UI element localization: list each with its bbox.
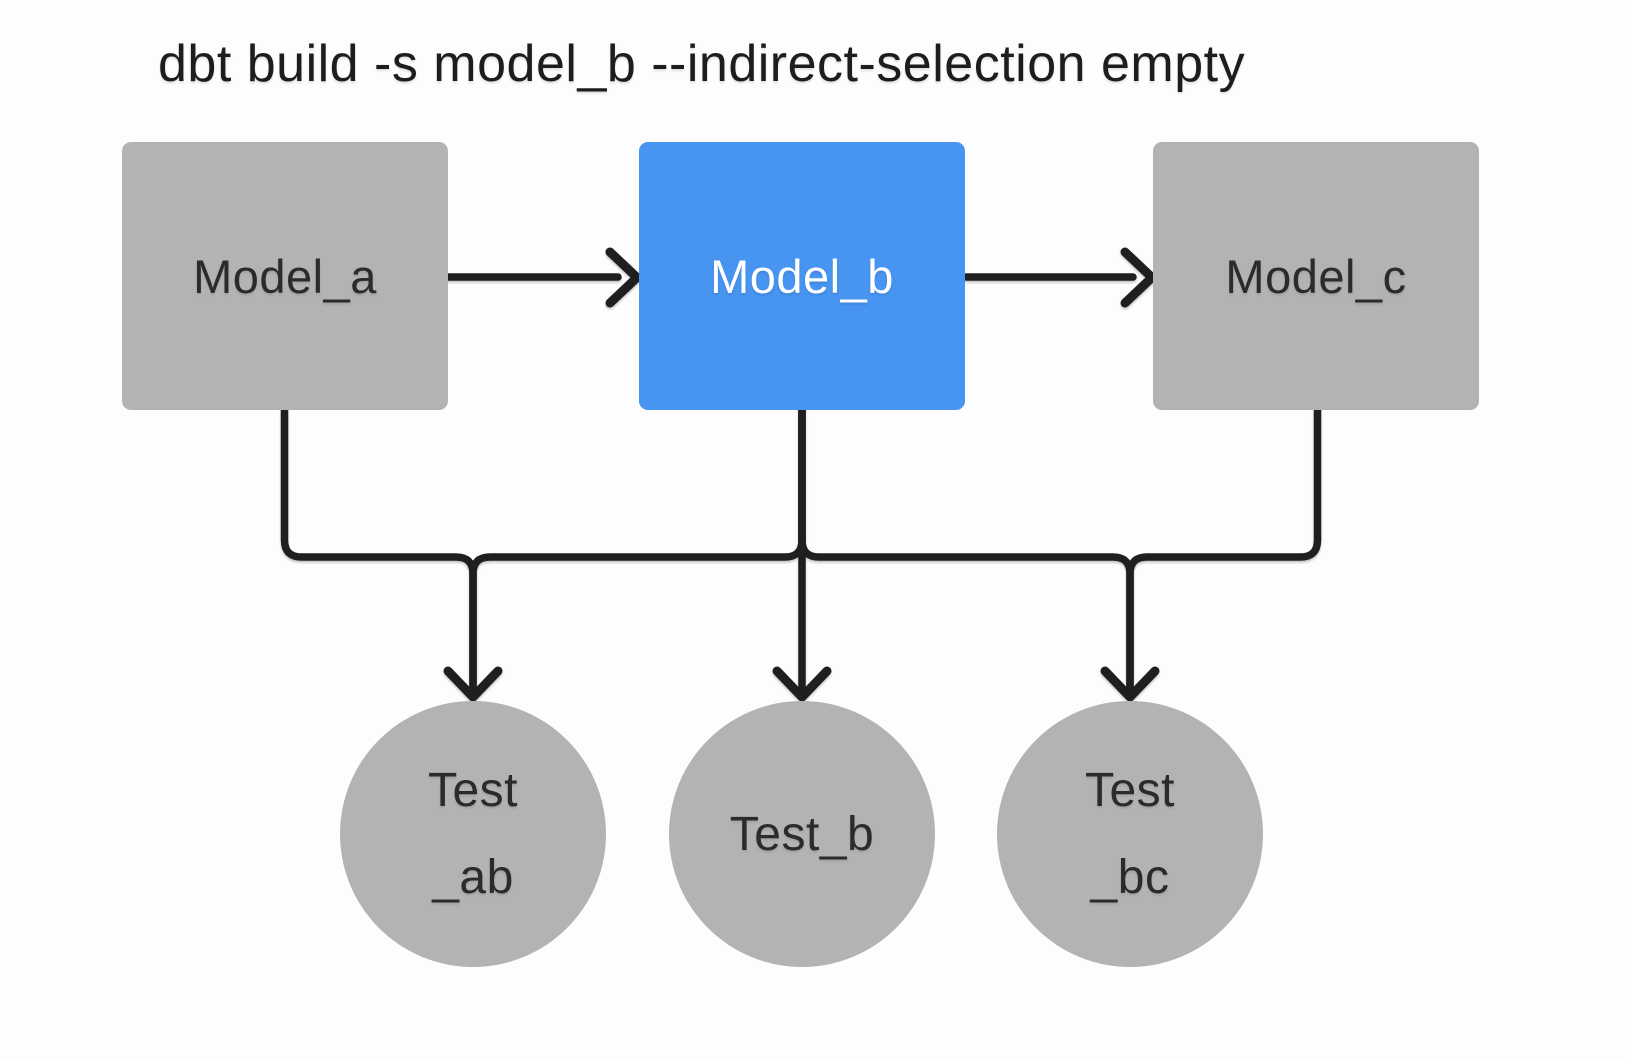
node-label: Model_c [1225, 249, 1407, 303]
arrowhead-model-b [605, 247, 642, 308]
node-test-ab: Test _ab [340, 701, 606, 967]
edge-model-b-to-test-bc [798, 406, 1134, 695]
node-model-a: Model_a [122, 142, 448, 410]
node-label: Model_b [710, 249, 894, 303]
arrowhead-model-c [1120, 247, 1157, 308]
node-test-b: Test_b [669, 701, 935, 967]
node-label-line: _ab [432, 851, 514, 904]
edge-model-a-to-test-ab [280, 406, 477, 695]
edge-model-c-to-test-bc [1126, 406, 1322, 695]
node-label-line: Test [427, 764, 519, 817]
arrowhead-test-bc [1100, 666, 1160, 702]
node-model-b: Model_b [639, 142, 965, 410]
node-model-c: Model_c [1153, 142, 1479, 410]
diagram-title: dbt build -s model_b --indirect-selectio… [158, 35, 1246, 93]
node-test-bc: Test _bc [997, 701, 1263, 967]
node-label-line: Test_b [729, 807, 875, 861]
node-label-line: Test [1084, 764, 1176, 817]
node-label-line: _bc [1090, 851, 1170, 904]
edge-model-b-to-test-ab [469, 406, 806, 695]
arrowhead-test-b [772, 666, 832, 702]
node-label: Model_a [193, 249, 377, 303]
arrowhead-test-ab [443, 666, 503, 702]
